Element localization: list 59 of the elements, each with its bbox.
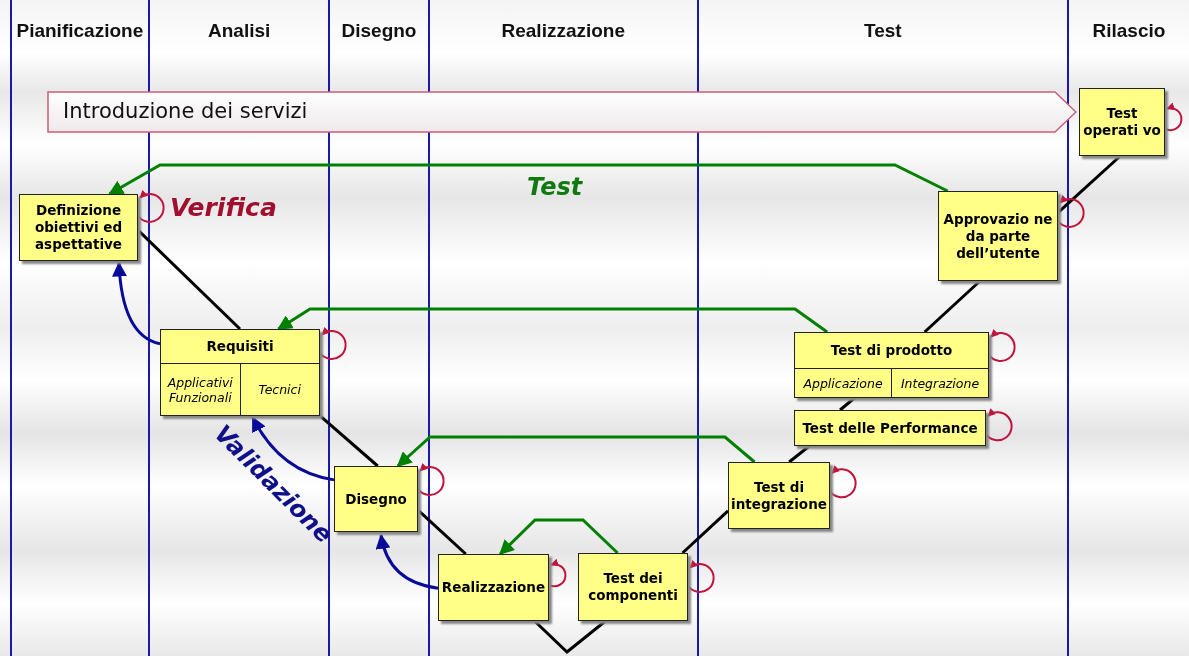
connector-line	[533, 619, 607, 654]
process-box	[794, 332, 989, 398]
banner-label: Introduzione dei servizi	[63, 99, 308, 123]
box-label: Approvazio ne da parte dell’utente	[942, 210, 1054, 262]
box-label: Disegno	[344, 490, 408, 508]
connector-line	[923, 279, 981, 334]
lane-header: Realizzazione	[501, 20, 626, 42]
connector-line	[317, 413, 379, 468]
loop-arrow	[417, 463, 445, 496]
cell-text: Integrazione	[900, 375, 980, 391]
loop-arrow	[829, 465, 857, 499]
box-label: Realizzazione	[440, 579, 547, 596]
cell-text: Applicativi Funzionali	[166, 374, 234, 405]
loop-arrow	[985, 408, 1013, 442]
loop-arrow	[1164, 102, 1183, 132]
lane-header: Test	[864, 20, 902, 42]
connector-line	[417, 509, 467, 556]
connector-line	[681, 509, 729, 555]
process-box	[578, 553, 688, 621]
box-title: Test di prodotto	[830, 342, 953, 359]
box-label: Test operati vo	[1082, 105, 1162, 139]
lane-header: Analisi	[208, 20, 271, 42]
arrow	[251, 416, 335, 482]
connector-line	[788, 444, 811, 464]
box-label: Test di integrazione	[730, 478, 828, 513]
loop-arrow	[988, 329, 1016, 362]
loop-arrow	[687, 560, 715, 593]
arrow	[112, 261, 161, 346]
arrow	[396, 435, 756, 468]
process-box	[1079, 88, 1165, 156]
loop-arrow	[137, 190, 165, 223]
loop-arrow	[548, 559, 567, 588]
arrow	[499, 518, 619, 556]
process-box	[794, 410, 986, 446]
process-box	[938, 191, 1058, 281]
phase-label: Test	[527, 173, 583, 201]
connector-line	[1057, 154, 1122, 214]
loop-arrow	[319, 327, 347, 360]
process-box	[728, 462, 830, 529]
box-label: Test delle Performance	[801, 419, 979, 437]
loop-arrow	[1057, 195, 1085, 228]
box-label: Definizione obiettivi ed aspettative	[33, 202, 124, 253]
arrow	[277, 307, 829, 334]
box-title: Requisiti	[206, 338, 274, 355]
box-label: Test dei componenti	[587, 570, 679, 604]
lane-header: Rilascio	[1092, 20, 1166, 42]
process-box	[334, 466, 418, 532]
connector-line	[136, 229, 242, 331]
lane-header: Disegno	[341, 20, 417, 42]
connector-line	[839, 396, 856, 412]
process-box	[160, 329, 320, 416]
process-box	[438, 554, 549, 621]
arrow	[108, 163, 949, 196]
process-box	[19, 194, 138, 261]
cell-text: Applicazione	[803, 375, 883, 391]
lane-header: Pianificazione	[16, 20, 144, 42]
arrow	[376, 533, 439, 590]
phase-label: Verifica	[170, 193, 277, 222]
cell-text: Tecnici	[258, 382, 301, 397]
